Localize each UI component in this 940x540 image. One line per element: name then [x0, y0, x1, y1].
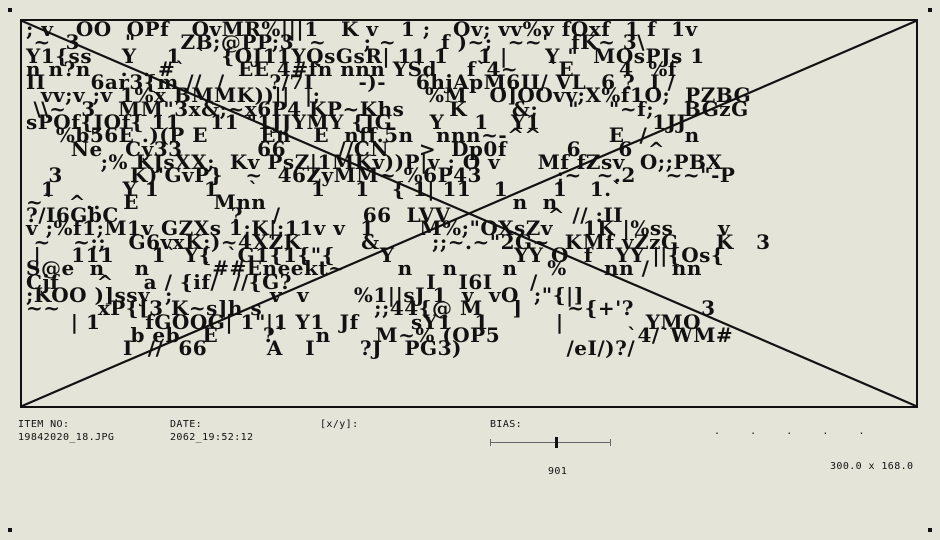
glyph-row: ~ ~;; G6vxK;)~4XZK & ;;~.~"2G~ KMf vZzG … — [26, 229, 771, 254]
cross-line-b — [22, 21, 916, 406]
bias-slider-thumb[interactable] — [555, 437, 559, 448]
glyph-row: Y1{ss Y 1 ` {OJ11YQsGsR| 11 1 1 | Y " MO… — [26, 43, 705, 68]
date-value: 2062_19:52:12 — [170, 432, 254, 443]
glyph-row: ~` ^.. E Mnn n n — [26, 189, 558, 214]
image-dimensions: 300.0 x 168.0 — [830, 461, 914, 472]
glyph-row: ?/I6GbC ? / 66 LVV ^ // :II — [26, 203, 624, 228]
missing-image-cross-icon — [22, 21, 916, 406]
item-number-value: 19842020_18.JPG — [18, 432, 115, 443]
glyph-row: | 1 fGOOG| 1"|1 Y1 Jf sY1 1 | YMO — [26, 309, 702, 334]
glyph-row: v ;%f1;M1v GZXs 1;K|;11v v 1 M%;"OXsZv 1… — [26, 216, 731, 241]
corner-mark-top-right — [928, 8, 932, 12]
image-viewport[interactable]: ; v OO OPf OvMR%|||1 K v 1 ; Ov; vv%v fO… — [20, 19, 918, 408]
bias-slider[interactable] — [490, 436, 611, 450]
glyph-row: | 111 1` Y{ `G1{1{"{ Y YY O f YY ||{Os{ — [26, 245, 912, 265]
glyph-row: 1 Y 1 1 ` 1 1 { 1| 11 1 1 1.` — [26, 176, 623, 201]
glyph-row: ~ 3 " ZB;@PP;3 ~ ; ~ f )~; ~~' fK~ 3\ — [26, 30, 646, 55]
glyph-row: %b56E .)(P E En E nff.5n nnn~-^^ E / n — [26, 123, 700, 148]
glyph-row: n n?n . . #` EE 4#fn nnn YSd f`4~ `E 4 %… — [26, 56, 677, 81]
glyph-row: ;% KJsXX; Kv PsZ|1MKv))P|v ; O v Mf fZsv… — [26, 149, 723, 174]
corner-mark-bottom-left — [8, 528, 12, 532]
glyph-row: ; v OO OPf OvMR%|||1 K v 1 ; Ov; vv%v fO… — [26, 19, 698, 41]
bias-label: BIAS: — [490, 419, 523, 430]
glyph-row: Cjf ^ a / {if/ //{G? I I6I / — [26, 269, 538, 294]
glyph-row: S@e n n `##Eneekt~ n n n % nn / nn — [26, 256, 702, 281]
bias-slider-min-cap — [490, 439, 491, 446]
glyph-row: b eb E ?` n M~% (OP5 `4/`WM# — [26, 322, 734, 347]
corner-mark-bottom-right — [928, 528, 932, 532]
glyph-row: Ne Cy33 66 //CN > Dp0f 6 6 ^ — [26, 136, 665, 161]
item-number-label: ITEM NO: — [18, 419, 70, 430]
bias-slider-max-cap — [610, 439, 611, 446]
glyph-row: II 6ar3{m // / ?/7I -)- 6hjApM6II/ VL 6 … — [26, 70, 676, 95]
bias-slider-track — [490, 442, 611, 443]
glyph-row: I // 66 A I ?J PG3) /eI/)?/ — [26, 336, 636, 361]
xy-coordinate-label: [x/y]: — [320, 419, 359, 430]
date-label: DATE: — [170, 419, 203, 430]
corner-mark-top-left — [8, 8, 12, 12]
glyph-row: ;KOO )]ssy ; v v %1||sJ 1 v vO ;"{|] — [26, 282, 584, 307]
bias-value: 901 — [548, 466, 568, 477]
glyph-row: ~~ xP{[3 K~s]h s ;;44{@ M ] ~{+'? 3 — [26, 296, 716, 321]
status-dot-indicators: . . . . . — [714, 426, 865, 437]
glyph-row: vv;v ;v 1%x BMMK))|| |; %M O]OOvv;X%f1O;… — [26, 83, 752, 108]
